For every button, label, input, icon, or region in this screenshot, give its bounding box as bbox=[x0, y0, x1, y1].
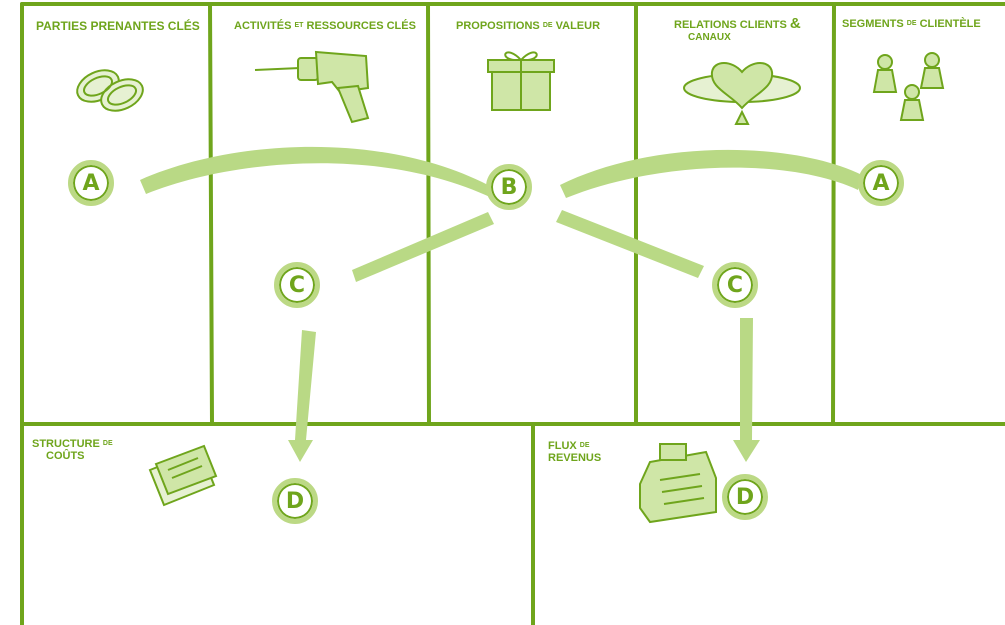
bills-icon bbox=[148, 444, 218, 507]
gift-icon bbox=[487, 51, 555, 111]
title-costs-a: STRUCTURE bbox=[32, 438, 100, 450]
rings-icon bbox=[76, 69, 144, 112]
title-cost-structure: STRUCTURE DE COÛTS bbox=[32, 438, 113, 462]
title-segments-b: CLIENTÈLE bbox=[919, 18, 981, 30]
node-c-left: C bbox=[274, 262, 320, 308]
cash-register-icon bbox=[639, 443, 717, 524]
title-key-activities-a: ACTIVITÉS bbox=[234, 20, 292, 32]
title-segments-small: DE bbox=[906, 20, 917, 27]
people-icon bbox=[872, 52, 945, 121]
title-relations-b: CANAUX bbox=[688, 32, 731, 43]
title-relations-amp: & bbox=[789, 15, 801, 32]
node-d-right: D bbox=[722, 474, 768, 520]
arrow-b-to-c-right bbox=[556, 210, 704, 278]
drill-icon bbox=[254, 50, 370, 124]
title-key-activities-b: RESSOURCES CLÉS bbox=[306, 20, 416, 32]
title-key-activities: ACTIVITÉS ET RESSOURCES CLÉS bbox=[234, 20, 416, 32]
title-segments-a: SEGMENTS bbox=[842, 18, 904, 30]
flow-arrows bbox=[140, 146, 862, 462]
title-value-prop-small: DE bbox=[542, 22, 553, 29]
arrow-b-to-c-left bbox=[352, 212, 494, 282]
node-a-left: A bbox=[68, 160, 114, 206]
title-key-activities-small: ET bbox=[294, 22, 304, 29]
node-d-left: D bbox=[272, 478, 318, 524]
title-revenue-b: REVENUS bbox=[548, 452, 602, 464]
title-key-partners: PARTIES PRENANTES CLÉS bbox=[36, 19, 200, 33]
title-costs-small: DE bbox=[102, 440, 113, 447]
arrow-a-left-to-b bbox=[140, 146, 492, 198]
arrow-c-right-to-d-right bbox=[733, 318, 760, 462]
arrow-c-left-to-d-left bbox=[288, 330, 316, 462]
title-value-prop-b: VALEUR bbox=[555, 20, 601, 32]
title-value-prop-a: PROPOSITIONS bbox=[456, 20, 540, 32]
title-revenue-a: FLUX bbox=[548, 440, 577, 452]
title-customer-segments: SEGMENTS DE CLIENTÈLE bbox=[842, 18, 981, 30]
node-a-right: A bbox=[858, 160, 904, 206]
node-c-right: C bbox=[712, 262, 758, 308]
title-costs-b: COÛTS bbox=[46, 450, 85, 462]
heart-ring-icon bbox=[683, 62, 801, 125]
arrow-b-to-a-right bbox=[560, 149, 862, 198]
title-value-proposition: PROPOSITIONS DE VALEUR bbox=[456, 20, 600, 32]
title-relations-a: RELATIONS CLIENTS bbox=[674, 19, 787, 31]
node-b-center: B bbox=[486, 164, 532, 210]
title-revenue-small: DE bbox=[579, 442, 590, 449]
title-revenue-streams: FLUX DE REVENUS bbox=[548, 440, 601, 464]
canvas-grid bbox=[20, 2, 1005, 625]
title-relations-channels: RELATIONS CLIENTS & CANAUX bbox=[674, 15, 824, 44]
